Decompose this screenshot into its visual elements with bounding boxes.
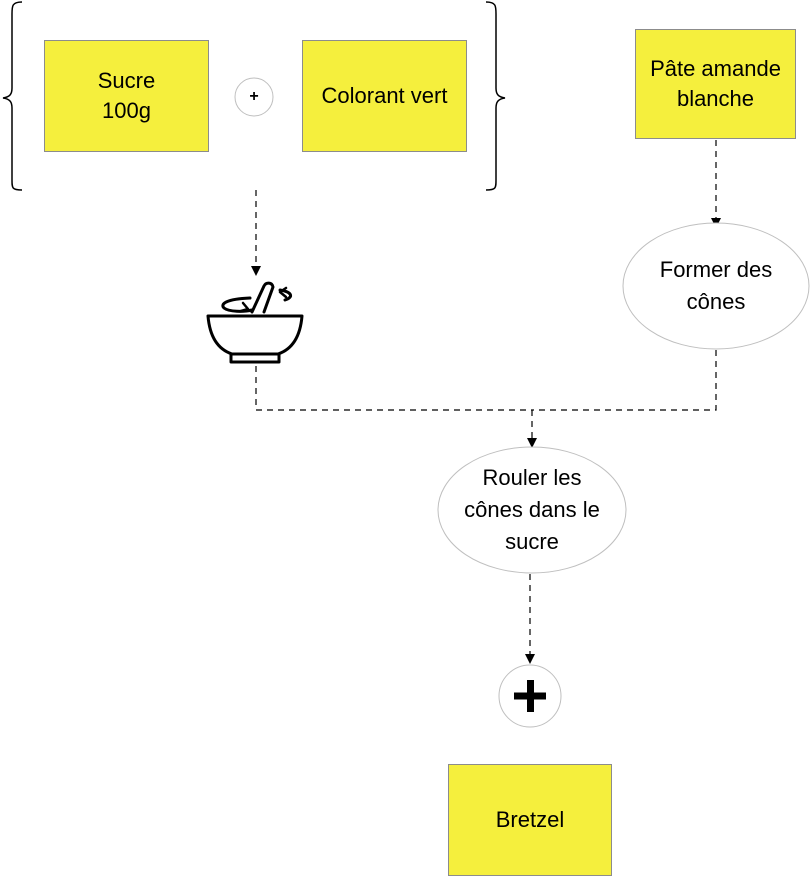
roll-cones-line1: Rouler les [482, 465, 582, 490]
plus-circle-small [234, 77, 274, 117]
plus-icon [514, 680, 546, 712]
roll-cones-label: Rouler les cônes dans le sucre [438, 447, 626, 573]
almond-paste-box: Pâte amande blanche [635, 29, 796, 139]
sugar-label: Sucre [97, 68, 156, 93]
roll-cones-line3: sucre [505, 529, 559, 554]
shape-cones-line1: Former des [659, 257, 773, 282]
right-brace [485, 1, 506, 191]
roll-cones-ellipse [437, 446, 627, 574]
sugar-box: Sucre 100g [44, 40, 209, 152]
roll-cones-line2: cônes dans le [464, 497, 600, 522]
almond-paste-label-line2: blanche [676, 86, 755, 111]
sugar-quantity: 100g [102, 98, 151, 123]
mortar-pestle-icon [206, 281, 304, 364]
colorant-label: Colorant vert [321, 83, 448, 108]
plus-sign-small: + [249, 88, 259, 105]
connector-mix-to-junction [255, 366, 532, 411]
bretzel-box: Bretzel [448, 764, 612, 876]
connector-shape-to-junction [532, 350, 717, 411]
left-brace [2, 1, 23, 191]
bretzel-label: Bretzel [495, 807, 565, 832]
shape-cones-label: Former des cônes [623, 223, 809, 349]
shape-cones-ellipse [622, 222, 810, 350]
colorant-box: Colorant vert [302, 40, 467, 152]
almond-paste-label-line1: Pâte amande [650, 56, 781, 81]
shape-cones-line2: cônes [686, 289, 746, 314]
